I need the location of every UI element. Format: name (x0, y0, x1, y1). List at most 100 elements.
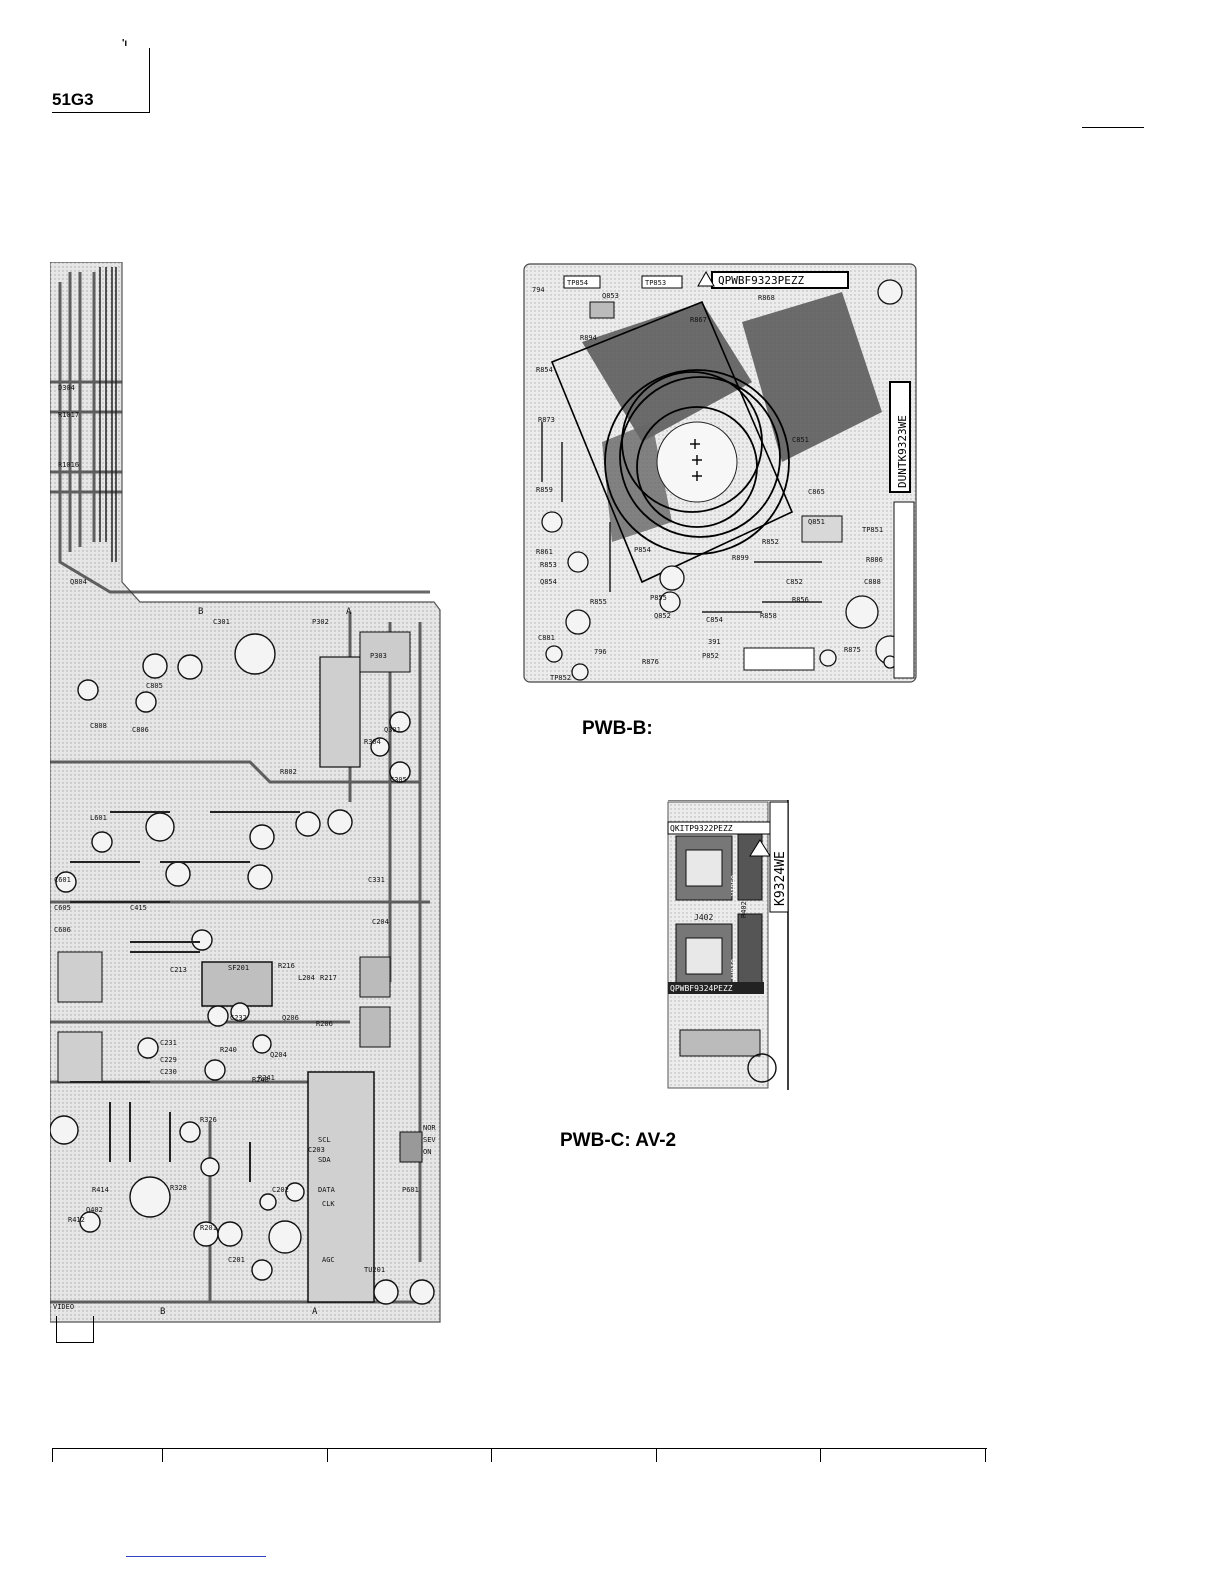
svg-text:TP852: TP852 (550, 674, 571, 682)
svg-text:L204: L204 (298, 974, 315, 982)
svg-text:P302: P302 (312, 618, 329, 626)
svg-text:C601: C601 (54, 876, 71, 884)
footer-cell (162, 1448, 163, 1462)
svg-text:R876: R876 (642, 658, 659, 666)
svg-text:C229: C229 (160, 1056, 177, 1064)
svg-text:R216: R216 (278, 962, 295, 970)
svg-text:R240: R240 (220, 1046, 237, 1054)
pwb-b-part-number: QPWBF9323PEZZ (718, 274, 804, 287)
svg-text:R201: R201 (200, 1224, 217, 1232)
pwb-c-caption: PWB-C: AV-2 (560, 1130, 677, 1151)
svg-text:R326: R326 (200, 1116, 217, 1124)
svg-text:R854: R854 (536, 366, 553, 374)
svg-text:TP851: TP851 (862, 526, 883, 534)
svg-text:TP854: TP854 (567, 279, 588, 287)
svg-text:C213: C213 (170, 966, 187, 974)
svg-text:R1017: R1017 (58, 411, 79, 419)
pwb-a-bottom-notch (56, 1316, 94, 1343)
svg-text:P303: P303 (370, 652, 387, 660)
svg-text:R856: R856 (792, 596, 809, 604)
svg-text:C203: C203 (308, 1146, 325, 1154)
footer-cell (491, 1448, 492, 1462)
svg-text:R886: R886 (866, 556, 883, 564)
svg-text:Q402: Q402 (86, 1206, 103, 1214)
svg-text:P854: P854 (634, 546, 651, 554)
svg-text:A: A (346, 607, 352, 617)
svg-text:ON: ON (423, 1148, 431, 1156)
svg-text:C854: C854 (706, 616, 723, 624)
svg-text:Q301: Q301 (384, 726, 401, 734)
svg-text:NOR: NOR (423, 1124, 436, 1132)
svg-text:C201: C201 (228, 1256, 245, 1264)
svg-text:Q853: Q853 (602, 292, 619, 300)
svg-text:Q851: Q851 (808, 518, 825, 526)
svg-text:R855: R855 (590, 598, 607, 606)
svg-text:Q204: Q204 (270, 1051, 287, 1059)
right-header-rule (1082, 127, 1144, 128)
svg-text:R402: R402 (740, 901, 748, 918)
svg-text:C305: C305 (390, 776, 407, 784)
svg-text:P601: P601 (402, 1186, 419, 1194)
model-number: 51G3 (52, 90, 94, 109)
svg-text:R858: R858 (760, 612, 777, 620)
footer-cell (820, 1448, 821, 1462)
svg-text:C231: C231 (160, 1039, 177, 1047)
footer-cell (656, 1448, 657, 1462)
bottom-link-underline[interactable] (126, 1556, 266, 1557)
svg-text:C202: C202 (272, 1186, 289, 1194)
svg-text:C865: C865 (808, 488, 825, 496)
svg-text:R868: R868 (758, 294, 775, 302)
pwb-c-part-number-bottom: QPWBF9324PEZZ (670, 984, 733, 993)
svg-text:C230: C230 (160, 1068, 177, 1076)
svg-text:C301: C301 (213, 618, 230, 626)
svg-text:P855: P855 (650, 594, 667, 602)
svg-text:P852: P852 (702, 652, 719, 660)
svg-text:VIDEO: VIDEO (53, 1303, 74, 1311)
svg-text:SEV: SEV (423, 1136, 436, 1144)
footer-rule (52, 1448, 987, 1449)
svg-text:Q206: Q206 (282, 1014, 299, 1022)
svg-text:R1016: R1016 (58, 461, 79, 469)
footer-cell (985, 1448, 986, 1462)
svg-text:R248: R248 (252, 1076, 269, 1084)
corner-mark: 'ı (122, 38, 128, 49)
svg-text:R852: R852 (762, 538, 779, 546)
svg-text:AUDIO: AUDIO (730, 959, 738, 980)
svg-text:Q854: Q854 (540, 578, 557, 586)
header-rule (52, 112, 150, 113)
pwb-c-part-number-top: QKITP9322PEZZ (670, 824, 733, 833)
svg-text:C852: C852 (786, 578, 803, 586)
svg-text:C415: C415 (130, 904, 147, 912)
svg-text:R875: R875 (844, 646, 861, 654)
svg-text:L601: L601 (90, 814, 107, 822)
svg-text:R894: R894 (580, 334, 597, 342)
pwb-c-board-diagram: QKITP9322PEZZ QPWBF9324PEZZ K9324WE J402… (667, 800, 789, 1090)
svg-text:R899: R899 (732, 554, 749, 562)
svg-text:R867: R867 (690, 316, 707, 324)
svg-text:R414: R414 (92, 1186, 109, 1194)
svg-text:DATA: DATA (318, 1186, 336, 1194)
svg-text:C806: C806 (132, 726, 149, 734)
svg-text:391: 391 (708, 638, 721, 646)
pwb-c-unit-number: K9324WE (773, 851, 788, 906)
svg-text:C331: C331 (368, 876, 385, 884)
svg-text:R241: R241 (258, 1074, 275, 1082)
footer-cell (52, 1448, 53, 1462)
svg-text:AGC: AGC (322, 1256, 335, 1264)
svg-text:C204: C204 (372, 918, 389, 926)
svg-text:R802: R802 (280, 768, 297, 776)
svg-text:R873: R873 (538, 416, 555, 424)
svg-text:J402: J402 (694, 913, 713, 922)
svg-text:R859: R859 (536, 486, 553, 494)
svg-text:VIDEO: VIDEO (730, 875, 738, 896)
svg-text:R412: R412 (68, 1216, 85, 1224)
svg-text:796: 796 (594, 648, 607, 656)
svg-text:Q852: Q852 (654, 612, 671, 620)
svg-text:C606: C606 (54, 926, 71, 934)
svg-text:C881: C881 (538, 634, 555, 642)
svg-text:CLK: CLK (322, 1200, 335, 1208)
svg-text:R217: R217 (320, 974, 337, 982)
svg-text:B: B (160, 1307, 165, 1317)
svg-text:R853: R853 (540, 561, 557, 569)
